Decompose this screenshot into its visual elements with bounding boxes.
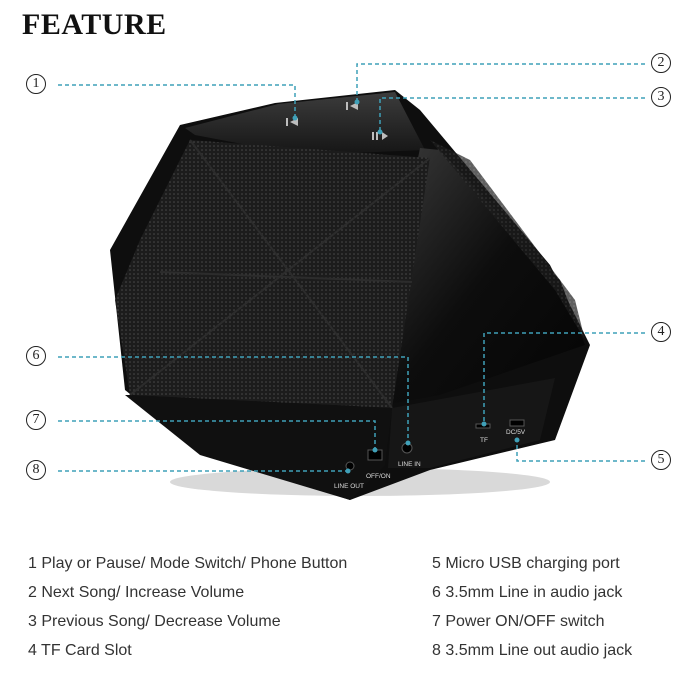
ports: LINE OUT OFF/ON LINE IN TF DC/5V	[334, 419, 526, 490]
leader-lines	[58, 63, 645, 472]
feature-desc-8: 8 3.5mm Line out audio jack	[432, 642, 633, 659]
callout-number-6: 6	[26, 346, 46, 366]
callout-number-7: 7	[26, 410, 46, 430]
feature-desc-4: 4 TF Card Slot	[28, 642, 132, 659]
pause-icon	[372, 132, 374, 140]
feature-desc-3: 3 Previous Song/ Decrease Volume	[28, 613, 281, 630]
leader-3	[379, 97, 645, 132]
leader-1	[58, 84, 296, 118]
callout-number-5: 5	[651, 450, 671, 470]
callout-number-2: 2	[651, 53, 671, 73]
line-out-label: LINE OUT	[334, 483, 364, 490]
leader-2	[356, 63, 645, 102]
prev-bar-icon	[286, 118, 288, 126]
feature-desc-2: 2 Next Song/ Increase Volume	[28, 584, 245, 601]
leader-7	[58, 420, 376, 450]
usb-port	[509, 419, 525, 427]
feature-desc-5: 5 Micro USB charging port	[432, 555, 620, 572]
feature-desc-1: 1 Play or Pause/ Mode Switch/ Phone Butt…	[28, 555, 348, 572]
dc-label: DC/5V	[506, 429, 526, 436]
leader-4	[483, 332, 645, 424]
feature-desc-6: 6 3.5mm Line in audio jack	[432, 584, 623, 601]
leader-5	[516, 440, 645, 462]
on-off-label: OFF/ON	[366, 473, 391, 480]
callout-number-4: 4	[651, 322, 671, 342]
callout-number-3: 3	[651, 87, 671, 107]
callout-number-1: 1	[26, 74, 46, 94]
feature-desc-7: 7 Power ON/OFF switch	[432, 613, 605, 630]
tf-label: TF	[480, 437, 488, 444]
speaker-diagram: LINE OUT OFF/ON LINE IN TF DC/5V	[58, 63, 645, 500]
line-in-label: LINE IN	[398, 461, 421, 468]
callout-number-8: 8	[26, 460, 46, 480]
speaker-body: LINE OUT OFF/ON LINE IN TF DC/5V	[110, 90, 590, 500]
feature-title: FEATURE	[22, 8, 167, 41]
leader-6	[58, 356, 409, 443]
